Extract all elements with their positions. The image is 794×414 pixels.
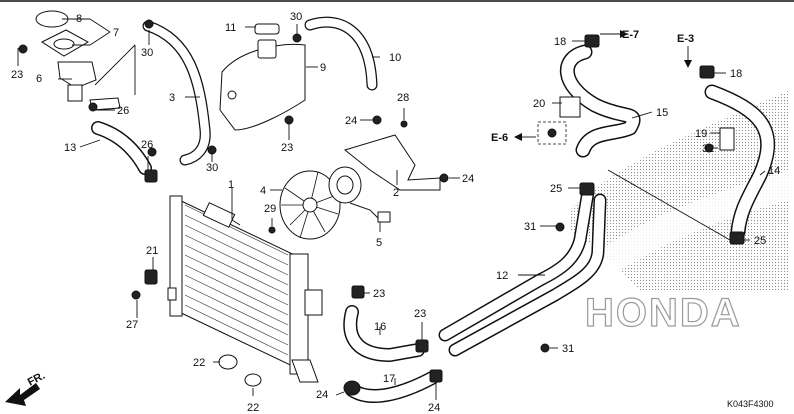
callout-21: 21 <box>146 245 158 257</box>
callout-22b: 22 <box>247 402 259 414</box>
callout-2: 2 <box>393 187 399 199</box>
callout-6: 6 <box>36 73 42 85</box>
callout-23b: 23 <box>281 142 293 154</box>
callout-30c: 30 <box>206 162 218 174</box>
callout-26b: 26 <box>141 139 153 151</box>
callout-29: 29 <box>264 203 276 215</box>
callout-24b: 24 <box>462 173 474 185</box>
hoses <box>91 16 776 403</box>
callout-11: 11 <box>225 22 236 34</box>
callout-22a: 22 <box>193 357 205 369</box>
callout-14: 14 <box>768 165 780 177</box>
callout-26a: 26 <box>117 105 129 117</box>
callout-25d: 24 <box>316 389 328 401</box>
callout-19: 19 <box>695 128 707 140</box>
callout-25e: 25 <box>550 183 562 195</box>
callout-18a: 18 <box>554 36 566 48</box>
cooling-fan <box>279 170 341 240</box>
callout-20: 20 <box>533 98 545 110</box>
reference-arrows <box>514 30 692 141</box>
leader-lines <box>17 18 766 400</box>
callout-1: 1 <box>228 179 234 191</box>
callout-25f: 25 <box>754 235 766 247</box>
callout-12: 12 <box>496 270 508 282</box>
callout-4: 4 <box>260 185 266 197</box>
reservoir-tank <box>219 23 306 131</box>
callout-18b: 18 <box>730 68 742 80</box>
ref-e6: E-6 <box>491 132 508 144</box>
fasteners <box>18 19 745 396</box>
ref-e7: E-7 <box>622 29 639 41</box>
callout-16: 16 <box>374 321 386 333</box>
callout-25a: 23 <box>373 288 385 300</box>
callout-10: 10 <box>389 52 401 64</box>
callout-24a: 24 <box>345 115 357 127</box>
callout-27: 27 <box>126 319 138 331</box>
callout-3: 3 <box>169 92 175 104</box>
callout-30a: 30 <box>141 47 153 59</box>
ref-e3: E-3 <box>677 33 694 45</box>
callout-8: 8 <box>76 13 82 25</box>
diagram-code: K043F4300 <box>727 399 774 409</box>
callout-5: 5 <box>376 237 382 249</box>
watermark-text: HONDA <box>585 291 742 335</box>
radiator <box>167 195 323 383</box>
callout-9: 9 <box>320 62 326 74</box>
callout-31b: 31 <box>562 343 574 355</box>
callout-31a: 31 <box>524 221 536 233</box>
callout-13: 13 <box>64 142 76 154</box>
callout-17: 17 <box>383 373 395 385</box>
callout-7: 7 <box>113 27 119 39</box>
callout-28: 28 <box>397 92 409 104</box>
filler-neck-assembly <box>35 10 121 111</box>
callouts: 8 7 6 23 26 13 26 3 30 11 30 9 10 30 23 … <box>11 11 780 414</box>
front-direction-arrow <box>5 383 40 406</box>
callout-25b: 23 <box>414 308 426 320</box>
callout-15: 15 <box>656 107 668 119</box>
front-label: FR. <box>26 370 47 389</box>
callout-25c: 24 <box>428 402 440 414</box>
callout-30b: 30 <box>290 11 302 23</box>
callout-23a: 23 <box>11 69 23 81</box>
callout-32: 32 <box>702 143 714 155</box>
fan-motor <box>328 134 441 223</box>
